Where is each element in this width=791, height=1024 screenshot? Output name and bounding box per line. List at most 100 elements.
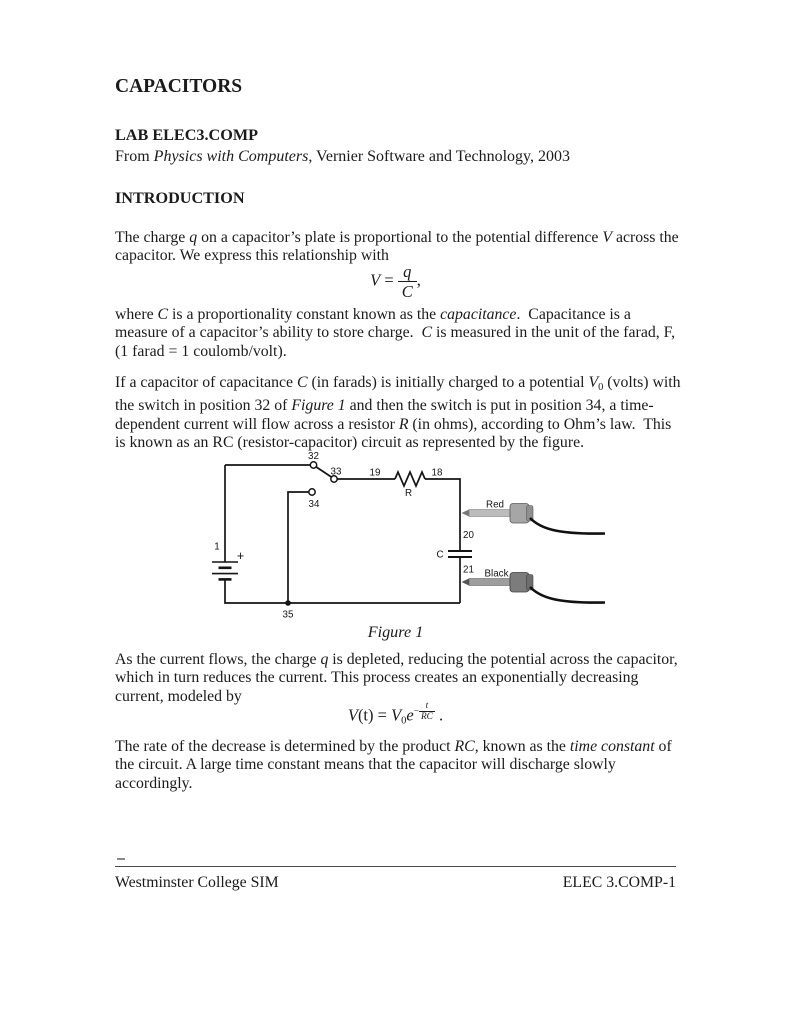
text-run: V xyxy=(602,229,612,246)
circuit-wires xyxy=(224,464,461,604)
label-plus: + xyxy=(237,549,244,563)
figure-1-circuit-diagram: 32 33 34 35 19 18 20 21 1 + R C Red Blac… xyxy=(180,446,625,646)
battery-symbol xyxy=(212,561,238,581)
label-35: 35 xyxy=(283,610,294,621)
text-run: time constant xyxy=(569,738,655,755)
terminal-34 xyxy=(308,488,316,496)
text-run: C xyxy=(421,324,433,342)
text-run: , known as the xyxy=(474,738,570,755)
text-line: current, modeled by xyxy=(115,688,676,706)
terminal-32 xyxy=(309,461,318,469)
switch-blade xyxy=(315,466,332,478)
figure-caption: Figure 1 xyxy=(367,623,424,641)
text-line: (1 farad = 1 coulomb/volt). xyxy=(115,343,676,361)
wire-right-upper xyxy=(425,478,461,551)
book-title: Physics with Computers xyxy=(153,148,309,165)
fraction-numerator: q xyxy=(397,263,417,282)
text-run: The rate of the decrease is determined b… xyxy=(115,738,455,755)
label-resistor-R: R xyxy=(405,488,412,499)
paragraph-4: As the current flows, the charge q is de… xyxy=(115,651,678,706)
probe-tip xyxy=(461,578,469,586)
text-run: capacitance xyxy=(440,306,517,323)
source-line: From Physics with Computers, Vernier Sof… xyxy=(115,147,676,166)
page-title: CAPACITORS xyxy=(115,76,243,97)
text-run: across the xyxy=(612,229,679,246)
label-red: Red xyxy=(486,500,504,511)
text-run: which in turn reduces the current. This … xyxy=(115,669,639,687)
black-probe xyxy=(461,572,606,604)
footer-left: Westminster College SIM xyxy=(115,874,279,891)
text-line: the circuit. A large time constant means… xyxy=(115,756,676,774)
text-line: As the current flows, the charge q is de… xyxy=(115,651,678,669)
math-var: V xyxy=(370,270,381,290)
text-run: C xyxy=(296,374,308,391)
text-run: , Vernier Software and Technology, 2003 xyxy=(308,148,570,165)
probe-body xyxy=(509,503,530,524)
capacitor-symbol xyxy=(448,550,472,558)
text-run: (1 farad = 1 coulomb/volt). xyxy=(115,342,287,360)
text-run: is known as an RC (resistor-capacitor) c… xyxy=(115,434,585,452)
text-run: The charge xyxy=(115,229,190,246)
label-battery-1: 1 xyxy=(214,542,219,553)
text-run: RC xyxy=(454,738,475,755)
text-run: capacitor. We express this relationship … xyxy=(115,247,389,265)
figure-reference: Figure 1 xyxy=(291,397,346,415)
text-run: R xyxy=(398,415,409,433)
math-arg: (t) xyxy=(357,705,374,725)
circuit-figure: 32 33 34 35 19 18 20 21 1 + R C Red Blac… xyxy=(212,451,606,621)
paragraph-5: The rate of the decrease is determined b… xyxy=(115,738,676,793)
math-var: e xyxy=(406,705,414,725)
text-run: V xyxy=(588,374,599,391)
text-run: (in farads) is initially charged to a po… xyxy=(307,374,589,391)
text-run: q xyxy=(320,651,329,668)
text-run: As the current flows, the charge xyxy=(115,651,321,668)
probe-cable xyxy=(529,586,606,604)
probe-body xyxy=(509,572,530,593)
text-line: measure of a capacitor’s ability to stor… xyxy=(115,324,676,342)
label-19: 19 xyxy=(370,468,381,479)
text-run: and then the switch is put in position 3… xyxy=(345,397,654,415)
probe-collar xyxy=(526,505,534,522)
text-line: dependent current will flow across a res… xyxy=(115,416,676,434)
text-run: dependent current will flow across a res… xyxy=(115,415,399,433)
text-line: If a capacitor of capacitance C (in fara… xyxy=(115,374,681,397)
text-run: the switch in position 32 of xyxy=(115,397,292,415)
footer-rule xyxy=(115,866,676,867)
text-run: (in ohms), according to Ohm’s law. This xyxy=(408,415,672,433)
label-32: 32 xyxy=(308,451,319,462)
text-run: measure of a capacitor’s ability to stor… xyxy=(115,324,422,342)
fraction-numerator: t xyxy=(419,701,435,712)
label-33: 33 xyxy=(331,467,342,478)
text-run: is depleted, reducing the potential acro… xyxy=(328,651,678,668)
paragraph-1: The charge q on a capacitor’s plate is p… xyxy=(115,229,679,266)
probe-cable xyxy=(529,517,606,535)
text-run: q xyxy=(189,229,198,246)
text-line: where C is a proportionality constant kn… xyxy=(115,306,676,324)
terminal-33 xyxy=(330,475,338,483)
text-line: is known as an RC (resistor-capacitor) c… xyxy=(115,434,676,452)
subscript-run: 0 xyxy=(401,715,407,727)
footer-right: ELEC 3.COMP-1 xyxy=(562,874,676,891)
math-operator: = xyxy=(380,270,398,290)
probe-shaft xyxy=(468,509,511,517)
introduction-heading: INTRODUCTION xyxy=(115,189,245,207)
math-var: V xyxy=(347,705,358,725)
fraction-denominator: C xyxy=(401,282,413,301)
label-18: 18 xyxy=(432,468,443,479)
text-run: on a capacitor’s plate is proportional t… xyxy=(197,229,603,246)
text-run: . Capacitance is a xyxy=(516,306,631,323)
fraction-denominator: RC xyxy=(421,712,433,722)
label-34: 34 xyxy=(309,499,320,510)
junction-35 xyxy=(285,600,291,606)
text-line: which in turn reduces the current. This … xyxy=(115,669,676,687)
text-run: (volts) with xyxy=(603,374,681,391)
paragraph-3: If a capacitor of capacitance C (in fara… xyxy=(115,374,681,453)
page-footer: Westminster College SIM ELEC 3.COMP-1 xyxy=(115,874,676,892)
footer-tick-mark xyxy=(117,858,125,860)
paragraph-2: where C is a proportionality constant kn… xyxy=(115,306,676,361)
